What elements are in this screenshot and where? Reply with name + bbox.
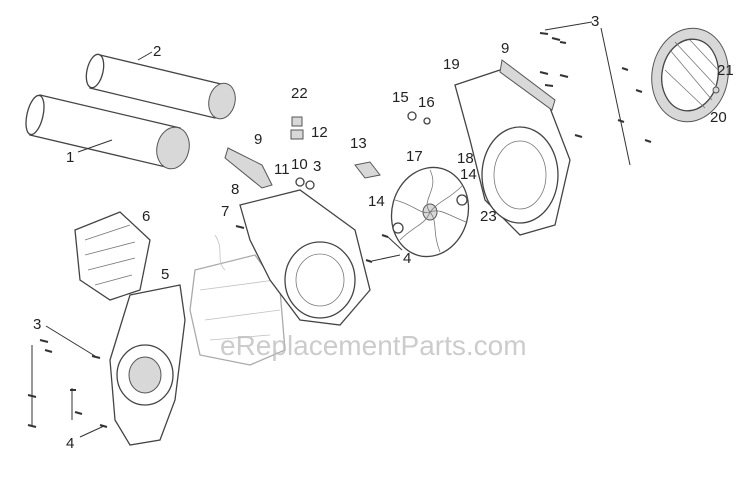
callout-22: 22 — [291, 85, 308, 102]
callout-5: 5 — [161, 266, 169, 283]
callout-6: 6 — [142, 208, 150, 225]
callouts: 1 2 3 3 3 4 4 5 6 7 8 9 9 10 11 12 13 14… — [33, 13, 734, 452]
callout-21: 21 — [717, 62, 734, 79]
part-19-housing — [454, 69, 571, 236]
part-21 — [712, 86, 720, 94]
part-14-washer — [392, 222, 404, 234]
callout-14-b: 14 — [460, 166, 477, 183]
part-13 — [354, 161, 381, 179]
callout-1: 1 — [66, 149, 74, 166]
callout-4-left: 4 — [66, 435, 74, 452]
callout-16: 16 — [418, 94, 435, 111]
part-14-washer-b — [456, 194, 468, 206]
part-2-tube — [85, 53, 236, 120]
callout-3-left: 3 — [33, 316, 41, 333]
callout-12: 12 — [311, 124, 328, 141]
callout-3-mid: 3 — [313, 158, 321, 175]
part-11 — [295, 177, 305, 187]
callout-13: 13 — [350, 135, 367, 152]
part-16 — [423, 117, 431, 125]
callout-11: 11 — [274, 161, 290, 178]
part-6-cover — [74, 211, 151, 301]
callout-7: 7 — [221, 203, 229, 220]
part-12 — [290, 129, 304, 140]
callout-20: 20 — [710, 109, 727, 126]
part-1-tube — [25, 94, 190, 170]
part-8-housing — [239, 189, 371, 326]
screws — [27, 32, 652, 428]
leader-lines — [45, 21, 631, 438]
part-20-intake-cover — [651, 27, 729, 123]
callout-2: 2 — [153, 43, 161, 60]
callout-18: 18 — [457, 150, 474, 167]
part-22 — [291, 116, 303, 127]
callout-15: 15 — [392, 89, 409, 106]
callout-3-top: 3 — [591, 13, 599, 30]
part-17-fan — [390, 166, 470, 258]
callout-10: 10 — [291, 156, 308, 173]
part-5-housing — [109, 284, 186, 446]
callout-9-left: 9 — [254, 131, 262, 148]
callout-8: 8 — [231, 181, 239, 198]
callout-14-a: 14 — [368, 193, 385, 210]
watermark: eReplacementParts.com — [220, 330, 527, 361]
part-10 — [305, 180, 315, 190]
callout-19: 19 — [443, 56, 460, 73]
callout-17: 17 — [406, 148, 423, 165]
callout-4-mid: 4 — [403, 250, 411, 267]
part-9-left-handle — [224, 147, 273, 189]
engine-ghost — [189, 234, 286, 366]
callout-23: 23 — [480, 208, 497, 225]
part-9-top-handle — [499, 59, 556, 111]
part-15 — [407, 111, 417, 121]
callout-9-top: 9 — [501, 40, 509, 57]
